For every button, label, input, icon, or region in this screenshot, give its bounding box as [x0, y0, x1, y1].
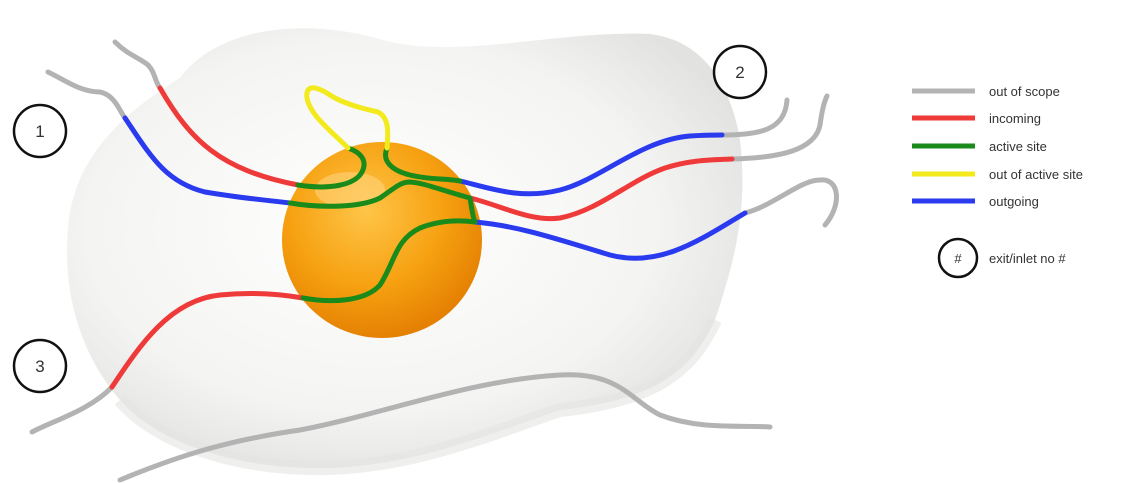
path-2c-out-of-scope [745, 180, 836, 225]
legend-item-exit-inlet: # exit/inlet no # [939, 239, 1066, 277]
legend-item-out-of-active-site: out of active site [912, 167, 1083, 182]
legend-item-incoming: incoming [912, 111, 1041, 126]
marker-3: 3 [14, 340, 66, 392]
legend-item-active-site: active site [912, 139, 1047, 154]
path-3-out-of-scope [32, 387, 112, 432]
marker-2: 2 [714, 46, 766, 98]
legend-item-outgoing: outgoing [912, 194, 1039, 209]
marker-1-label: 1 [35, 122, 44, 141]
marker-3-label: 3 [35, 357, 44, 376]
egg-yolk [282, 142, 482, 338]
path-2b-out-of-scope [732, 96, 827, 159]
legend: out of scope incoming active site out of… [912, 84, 1083, 277]
legend-label-active-site: active site [989, 139, 1047, 154]
marker-1: 1 [14, 105, 66, 157]
path-1a-out-of-scope [48, 72, 125, 118]
legend-exit-symbol: # [954, 251, 962, 266]
path-1b-out-of-scope [115, 42, 160, 88]
legend-exit-label: exit/inlet no # [989, 251, 1066, 266]
legend-label-out-of-scope: out of scope [989, 84, 1060, 99]
legend-label-out-of-active-site: out of active site [989, 167, 1083, 182]
legend-item-out-of-scope: out of scope [912, 84, 1060, 99]
legend-label-outgoing: outgoing [989, 194, 1039, 209]
marker-2-label: 2 [735, 63, 744, 82]
legend-label-incoming: incoming [989, 111, 1041, 126]
